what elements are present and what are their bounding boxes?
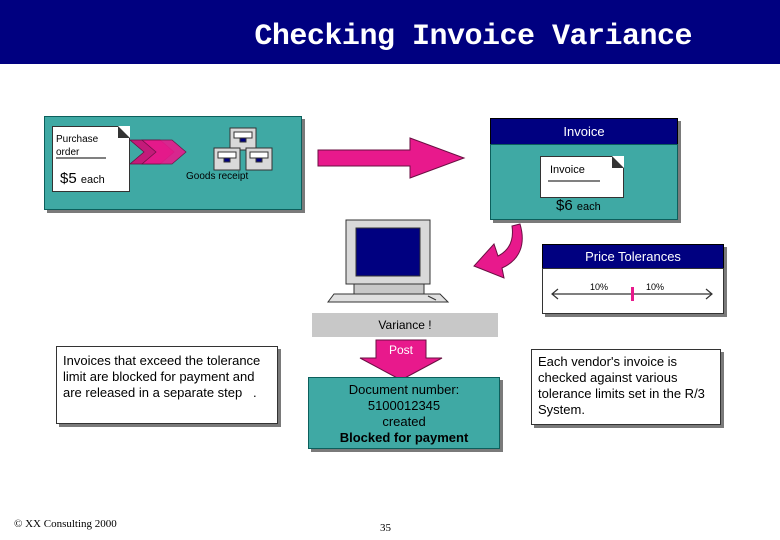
purchase-order-label: Purchase order [56, 134, 99, 158]
page-title: Checking Invoice Variance [254, 20, 692, 54]
tolerance-scale [551, 287, 713, 301]
invoice-header: Invoice [490, 118, 678, 146]
invoice-underline [548, 180, 600, 182]
invoice-document [540, 156, 624, 198]
invoice-price-value: $6 [556, 197, 573, 214]
computer-icon [327, 219, 450, 303]
tolerance-lower: 10% [590, 282, 609, 292]
invoice-price: $6 each [556, 197, 601, 214]
document-number-value: 5100012345 [367, 398, 441, 413]
purchase-order-price: $5 each [60, 170, 105, 187]
invoice-price-unit: each [576, 201, 601, 213]
goods-receipt-label: Goods receipt [186, 171, 249, 182]
page-number: 35 [380, 522, 391, 534]
chevron-arrow-icon [128, 139, 187, 165]
down-arrow-icon [359, 339, 443, 381]
tolerance-upper: 10% [646, 282, 665, 292]
blocked-for-payment-text: Blocked for payment [339, 430, 469, 445]
document-number-label: Document number: [348, 382, 460, 397]
po-price-unit: each [80, 174, 105, 186]
price-tolerances-header: Price Tolerances [542, 244, 724, 270]
document-created-panel: Document number: 5100012345 created Bloc… [308, 377, 500, 449]
right-arrow-icon [317, 137, 466, 179]
curved-arrow-icon [473, 223, 523, 279]
copyright-footer: © XX Consulting 2000 [14, 518, 117, 530]
goods-box-icon [213, 127, 273, 171]
title-bar [0, 0, 780, 64]
po-price-value: $5 [60, 170, 77, 187]
po-underline [56, 157, 106, 159]
document-created-text: created [382, 414, 426, 429]
post-label: Post [388, 343, 413, 357]
invoice-doc-label: Invoice [550, 164, 585, 176]
purchase-order-document [52, 126, 130, 192]
variance-label: Variance ! [312, 313, 498, 337]
tolerance-check-note: Each vendor's invoice is checked against… [531, 349, 721, 425]
blocked-invoices-note: Invoices that exceed the tolerance limit… [56, 346, 278, 424]
